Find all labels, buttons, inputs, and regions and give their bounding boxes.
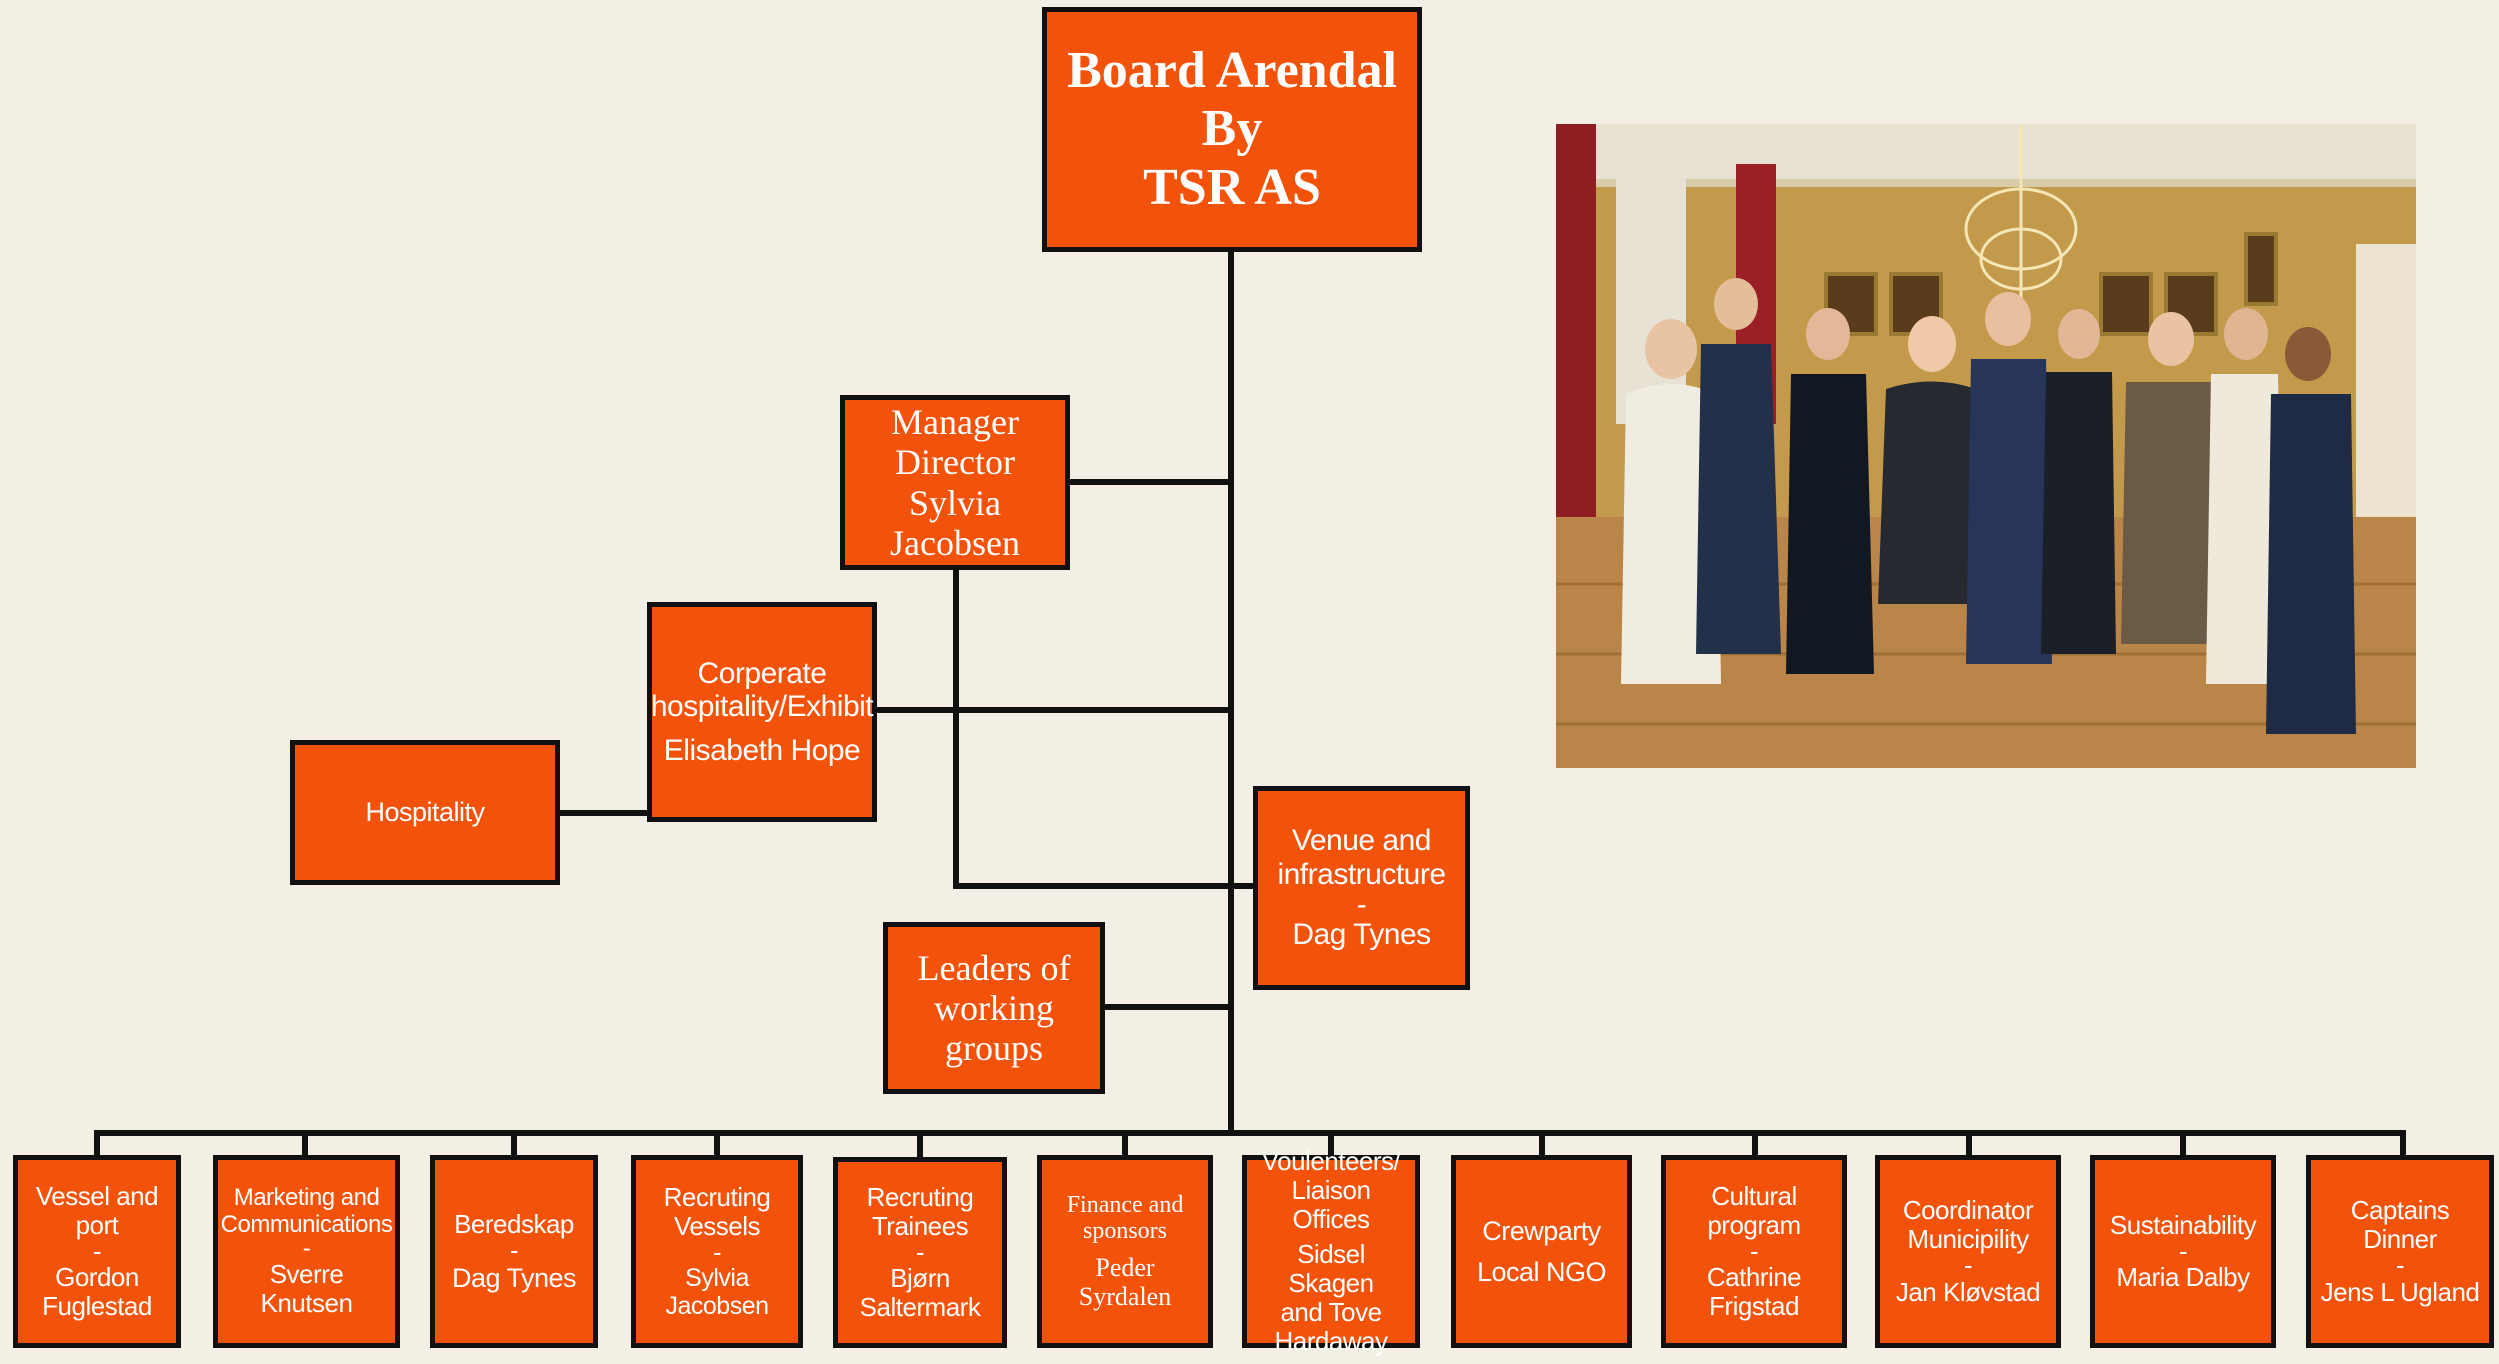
working-group-n3: Hardaway: [1274, 1326, 1388, 1357]
team-photo: [1556, 124, 2416, 768]
working-group-n1: Local NGO: [1476, 1256, 1607, 1287]
working-group-dash: -: [1963, 1250, 1973, 1281]
working-group-dash: -: [302, 1235, 311, 1263]
working-group-n1: Jens L Ugland: [2320, 1276, 2480, 1307]
hospitality-box: Hospitality: [290, 740, 560, 885]
working-group-n1: Sverre Knutsen: [260, 1259, 353, 1319]
hospitality-label: Hospitality: [365, 797, 485, 828]
venue-name: Dag Tynes: [1292, 918, 1431, 952]
working-group-l2: sponsors: [1082, 1218, 1167, 1245]
working-group-box: Captains Dinner-Jens L Ugland: [2306, 1155, 2494, 1348]
working-group-n1: Sidsel Skagen: [1288, 1238, 1374, 1299]
working-group-n1: Cathrine Frigstad: [1706, 1262, 1802, 1322]
working-group-n1: Bjørn Saltermark: [859, 1263, 981, 1323]
corporate-line2: hospitality/Exhibit: [650, 690, 874, 724]
working-group-n1: Peder Syrdalen: [1078, 1253, 1172, 1312]
working-group-l2: Municipility: [1907, 1224, 2029, 1255]
working-group-l1: Finance and: [1066, 1191, 1184, 1218]
leaders-line1-text: Leaders of: [917, 947, 1071, 988]
working-group-l1: Coordinator: [1902, 1195, 2034, 1226]
working-group-n2: and Tove: [1280, 1297, 1382, 1328]
working-group-dash: -: [2395, 1250, 2405, 1281]
working-group-l2: Communications: [220, 1210, 393, 1238]
working-group-l1: Recruting: [663, 1181, 771, 1212]
board-title-line2: TSR AS: [1143, 158, 1321, 216]
working-group-l1: Vessel and port: [35, 1180, 159, 1240]
working-group-l2: Liaison Offices: [1291, 1174, 1371, 1234]
working-group-n1: Sylvia Jacobsen: [665, 1264, 769, 1321]
working-group-box: Cultural program-Cathrine Frigstad: [1661, 1155, 1847, 1348]
corporate-hospitality-box: Corperate hospitality/Exhibit Elisabeth …: [647, 602, 877, 822]
working-group-l2: Vessels: [673, 1210, 761, 1241]
working-group-l1: Cultural program: [1707, 1180, 1801, 1240]
working-group-l1: Recruting: [866, 1181, 974, 1212]
leaders-line2: working groups: [934, 987, 1054, 1069]
working-group-dash: -: [509, 1235, 519, 1266]
venue-line2: infrastructure: [1277, 857, 1446, 891]
venue-dash: -: [1356, 888, 1367, 922]
working-group-box: Beredskap-Dag Tynes: [430, 1155, 598, 1348]
working-group-dash: -: [1749, 1235, 1759, 1266]
manager-line1: Manager: [891, 401, 1019, 442]
manager-name: Sylvia Jacobsen: [890, 482, 1020, 563]
board-box: Board Arendal By TSR AS: [1042, 7, 1422, 252]
working-group-l1: Marketing and: [233, 1183, 380, 1211]
working-group-n1: Dag Tynes: [451, 1262, 577, 1293]
working-group-n1: Jan Kløvstad: [1895, 1276, 2041, 1307]
working-group-l1: Beredskap: [454, 1209, 574, 1240]
venue-line1: Venue and: [1292, 824, 1431, 858]
working-group-n1: Maria Dalby: [2116, 1262, 2250, 1293]
corporate-name: Elisabeth Hope: [663, 733, 861, 767]
leaders-working-groups-box: Leaders of working groups: [883, 922, 1105, 1094]
team-photo-illustration: [1556, 124, 2416, 768]
corporate-line1: Corperate: [697, 656, 827, 690]
board-title-line1: Board Arendal By: [1067, 42, 1397, 158]
manager-director-box: Manager Director Sylvia Jacobsen: [840, 395, 1070, 570]
working-group-l1: Captains Dinner: [2350, 1195, 2450, 1255]
manager-line2: Director: [895, 442, 1015, 483]
working-group-n2: Fuglestad: [42, 1291, 152, 1322]
working-group-dash: -: [712, 1236, 722, 1267]
working-group-l1: Sustainability: [2109, 1209, 2257, 1240]
working-group-l1: Crewparty: [1482, 1216, 1601, 1247]
leaders-line1: Leaders of: [918, 948, 1071, 988]
working-group-dash: -: [915, 1236, 925, 1267]
working-group-l1: Voulenteers/: [1261, 1145, 1401, 1176]
working-group-box: Sustainability-Maria Dalby: [2090, 1155, 2276, 1348]
venue-infrastructure-box: Venue and infrastructure - Dag Tynes: [1253, 786, 1470, 990]
working-group-dash: -: [2178, 1235, 2188, 1266]
working-group-l2: Trainees: [871, 1210, 969, 1241]
working-group-n1: Gordon: [55, 1262, 139, 1293]
working-group-dash: -: [92, 1235, 102, 1266]
